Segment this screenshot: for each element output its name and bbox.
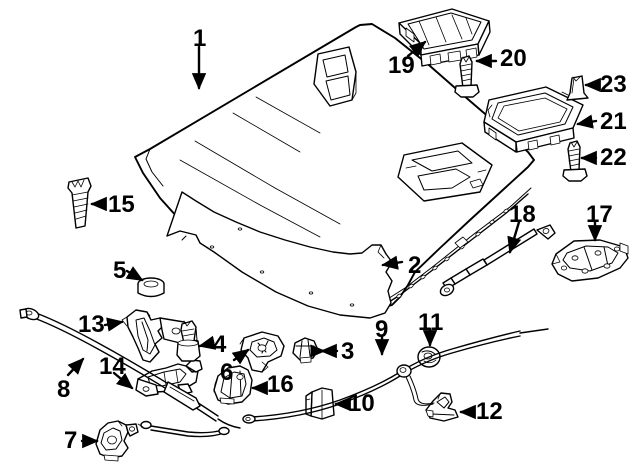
- secondary-latch-lever-art: [425, 392, 459, 422]
- hood-release-handle-art: [95, 420, 139, 462]
- hood-vent-rear: [397, 142, 493, 202]
- leader-8: [66, 357, 85, 377]
- leader-6: [231, 348, 250, 365]
- leader-19: [406, 40, 427, 58]
- release-cable-rear-art: [242, 328, 549, 424]
- hood-hinge-screw-art: [67, 177, 92, 229]
- cowl-frame-bezel-art: [483, 86, 584, 153]
- push-in-plug-art: [566, 75, 589, 101]
- hood-vent-front: [313, 46, 357, 107]
- leader-21: [576, 114, 598, 129]
- frame-screw-art: [562, 140, 588, 182]
- leader-4: [198, 335, 217, 350]
- hood-latch-assembly-art: [213, 365, 253, 405]
- grommet-plug-art: [137, 277, 165, 298]
- leader-5: [125, 266, 144, 282]
- adjustable-rubber-stop-art: [176, 320, 201, 362]
- release-cable-front-art: [19, 307, 241, 438]
- hood-hinge-art: [551, 239, 629, 282]
- leader-18: [507, 220, 522, 254]
- leader-13: [103, 317, 124, 332]
- cover-screw-art: [454, 55, 480, 98]
- leader-2: [381, 255, 404, 270]
- leader-14: [112, 371, 134, 390]
